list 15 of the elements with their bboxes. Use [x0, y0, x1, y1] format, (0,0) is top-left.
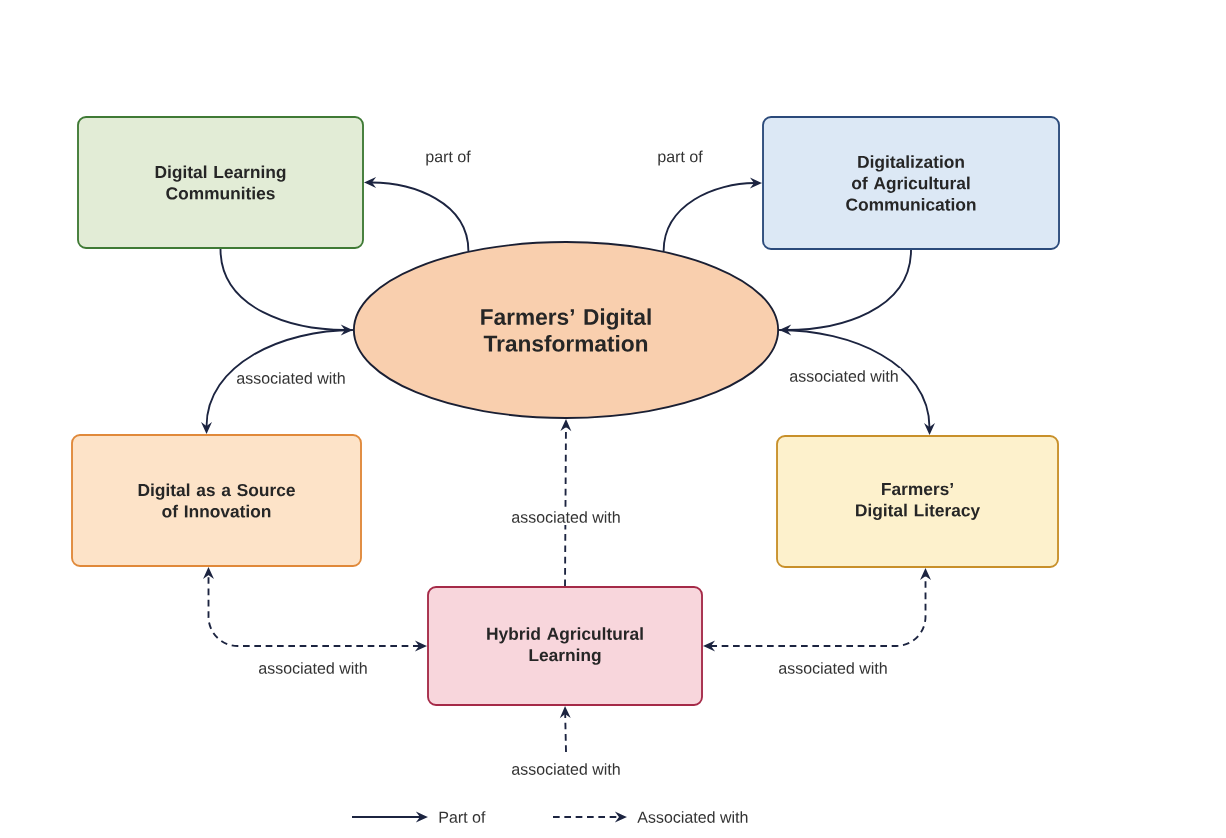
edge-label: associated with [234, 370, 348, 386]
edge-label: part of [423, 148, 473, 168]
concept-box: Hybrid Agricultural Learning [427, 586, 703, 706]
concept-box: Digitalization of Agricultural Communication [762, 116, 1060, 250]
concept-box: Digital Learning Communities [77, 116, 364, 249]
concept-box: Farmers’ Digital Literacy [776, 435, 1059, 568]
edge-label: associated with [509, 761, 623, 777]
edge-label: associated with [776, 660, 890, 676]
legend-label: Associated with [637, 811, 748, 823]
legend-label: Part of [439, 811, 486, 823]
edge-label: associated with [787, 368, 901, 384]
edge-label: associated with [256, 660, 370, 676]
edge-label: associated with [509, 509, 623, 525]
edge-label: part of [655, 148, 705, 168]
concept-box: Digital as a Source of Innovation [71, 434, 362, 567]
